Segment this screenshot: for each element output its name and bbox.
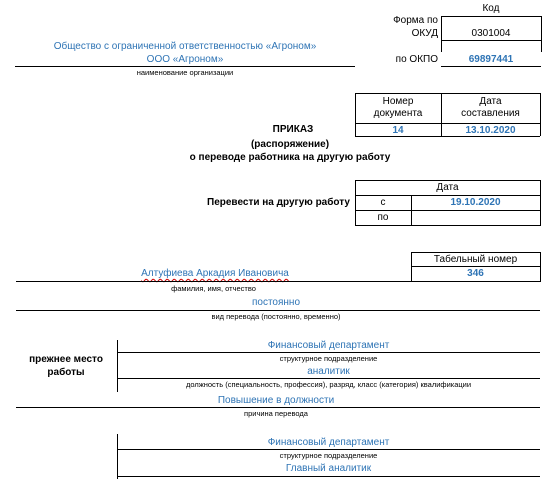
okpo-value: 69897441	[468, 54, 514, 65]
doc-table-left	[355, 93, 356, 136]
previous-department-caption: структурное подразделение	[279, 354, 378, 363]
doc-number-header-line2: документа	[373, 108, 423, 119]
kod-divider	[441, 16, 541, 17]
codes-left-border	[441, 16, 442, 52]
doc-date-header-line1: Дата	[479, 96, 502, 107]
tab-table-left	[411, 252, 412, 281]
okud-divider	[441, 40, 541, 41]
okud-label-line2: ОКУД	[411, 28, 438, 39]
transfer-table-top	[355, 180, 540, 181]
reason-underline	[16, 407, 540, 408]
new-position-value: Главный аналитик	[285, 463, 372, 474]
previous-position-caption: должность (специальность, профессия), ра…	[185, 380, 472, 389]
okud-label-line1: Форма по	[393, 15, 438, 26]
employee-name-caption: фамилия, имя, отчество	[171, 284, 256, 293]
order-title: ПРИКАЗ	[272, 124, 314, 135]
tab-table-right	[540, 252, 541, 281]
reason-caption: причина перевода	[244, 409, 308, 418]
transfer-table-inner	[411, 195, 412, 225]
new-department-value: Финансовый департамент	[267, 437, 390, 448]
new-department-underline	[117, 449, 540, 450]
new-position-underline	[117, 476, 540, 477]
transfer-from-label: с	[380, 197, 386, 208]
kod-header: Код	[482, 3, 500, 14]
organization-caption: наименование организации	[136, 68, 234, 77]
codes-right-border	[541, 16, 542, 52]
doc-date-header-line2: составления	[461, 108, 520, 119]
tab-table-mid	[411, 266, 541, 267]
transfer-table-left	[355, 180, 356, 225]
organization-name-line1: Общество с ограниченной ответственностью…	[53, 41, 317, 52]
doc-table-right	[540, 93, 541, 136]
transfer-type-value: постоянно	[251, 297, 301, 308]
previous-place-label-line2: работы	[47, 367, 85, 378]
organization-underline	[15, 66, 355, 67]
transfer-date-header: Дата	[436, 182, 459, 193]
transfer-to-label: по	[377, 212, 389, 223]
organization-name-line2: ООО «Агроном»	[146, 54, 224, 65]
new-place-bracket	[117, 434, 118, 479]
tab-table-top	[411, 252, 541, 253]
reason-value: Повышение в должности	[217, 395, 335, 406]
employee-full-name: Алтуфиева Аркадия Ивановича	[10, 268, 420, 280]
employee-name-underline	[16, 281, 411, 282]
employee-full-name-text: Алтуфиева Аркадия Ивановича	[141, 268, 289, 279]
transfer-table-bottom	[355, 225, 541, 226]
transfer-table-right	[540, 180, 541, 225]
doc-table-top	[355, 93, 540, 94]
transfer-type-caption: вид перевода (постоянно, временно)	[211, 312, 341, 321]
okpo-divider	[441, 66, 541, 67]
doc-number-value: 14	[392, 125, 404, 136]
doc-date-value: 13.10.2020	[465, 125, 516, 136]
doc-table-center	[441, 93, 442, 136]
doc-number-header-line1: Номер	[382, 96, 414, 107]
tab-number-header: Табельный номер	[433, 254, 518, 265]
transfer-table-row2	[355, 210, 540, 211]
tab-number-value: 346	[467, 268, 484, 279]
transfer-from-value: 19.10.2020	[450, 197, 501, 208]
previous-position-value: аналитик	[307, 366, 350, 377]
new-department-caption: структурное подразделение	[279, 451, 378, 460]
previous-place-label-line1: прежнее место	[29, 354, 103, 365]
previous-department-underline	[117, 352, 540, 353]
okpo-label: по ОКПО	[395, 54, 438, 65]
previous-place-bracket	[117, 340, 118, 392]
okud-value: 0301004	[471, 28, 511, 39]
order-description: о переводе работника на другую работу	[189, 152, 391, 163]
previous-department-value: Финансовый департамент	[267, 340, 390, 351]
tab-table-bottom	[411, 281, 541, 282]
transfer-type-underline	[16, 310, 540, 311]
transfer-label: Перевести на другую работу	[207, 197, 350, 208]
transfer-table-row1	[355, 195, 540, 196]
previous-position-underline	[117, 378, 540, 379]
doc-table-mid	[355, 123, 540, 124]
order-subtitle: (распоряжение)	[250, 139, 330, 150]
doc-table-bottom	[355, 136, 540, 137]
